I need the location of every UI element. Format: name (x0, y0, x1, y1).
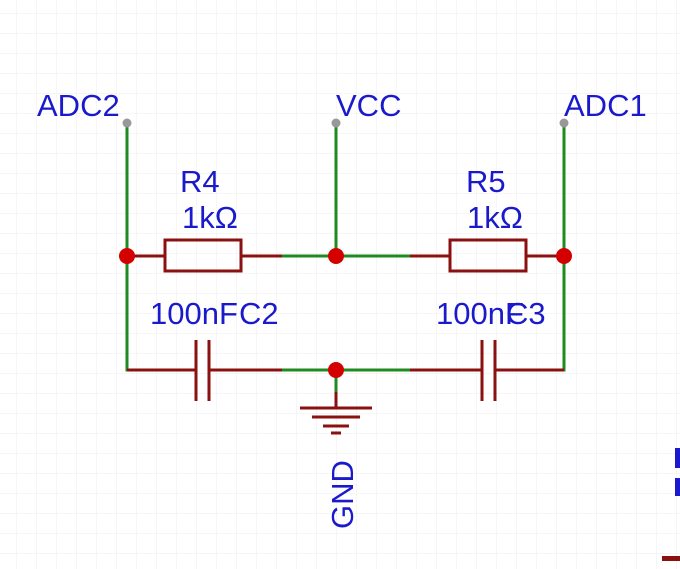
c3-value: 100nF (436, 296, 524, 331)
r4-value: 1kΩ (182, 200, 238, 235)
ground-symbol[interactable] (300, 392, 372, 435)
junction-gnd (328, 362, 344, 378)
r5-designator: R5 (466, 164, 506, 199)
capacitor-c2[interactable] (127, 340, 282, 401)
c2-value: 100nF (150, 296, 238, 331)
c3-designator: C3 (506, 296, 546, 331)
c2-designator: C2 (239, 296, 279, 331)
net-label-adc2[interactable]: ADC2 (37, 88, 120, 123)
r5-value: 1kΩ (467, 200, 523, 235)
net-label-adc1[interactable]: ADC1 (564, 88, 647, 123)
r4-designator: R4 (180, 164, 220, 199)
junction-adc1 (556, 248, 572, 264)
offscreen-fragment (662, 448, 680, 561)
pin-adc2[interactable] (122, 118, 132, 128)
pin-vcc[interactable] (331, 118, 341, 128)
capacitor-c3[interactable] (410, 340, 564, 401)
junction-adc2 (119, 248, 135, 264)
net-label-vcc[interactable]: VCC (336, 88, 401, 123)
net-label-gnd[interactable]: GND (325, 460, 360, 529)
pin-adc1[interactable] (559, 118, 569, 128)
junction-vcc (328, 248, 344, 264)
